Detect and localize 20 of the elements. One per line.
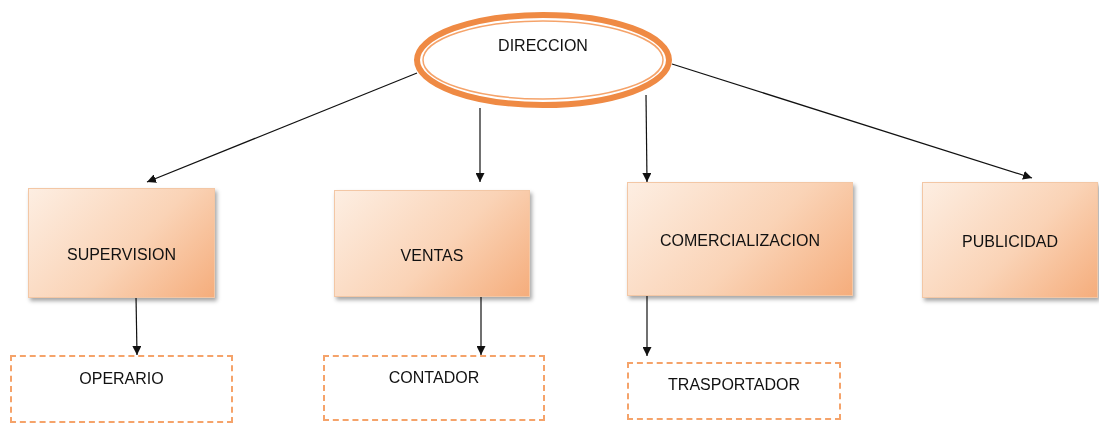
ellipse-node <box>414 12 672 108</box>
box-label: PUBLICIDAD <box>962 233 1058 251</box>
process-box <box>28 188 215 298</box>
dashed-box <box>10 355 233 423</box>
box-label: COMERCIALIZACION <box>660 232 820 250</box>
box-label: TRASPORTADOR <box>668 376 800 394</box>
arrow <box>642 94 652 183</box>
arrow <box>146 72 418 183</box>
process-box <box>627 182 853 296</box>
arrow <box>671 63 1033 180</box>
box-label: CONTADOR <box>388 369 480 387</box>
box-label: OPERARIO <box>79 370 164 388</box>
box-label: VENTAS <box>400 246 464 265</box>
box-label: SUPERVISION <box>66 246 177 264</box>
dashed-box <box>323 355 545 421</box>
process-box <box>922 182 1098 298</box>
box-label: DIRECCION <box>498 37 588 55</box>
process-box <box>334 190 530 297</box>
dashed-box <box>627 362 841 420</box>
arrow <box>475 107 485 183</box>
